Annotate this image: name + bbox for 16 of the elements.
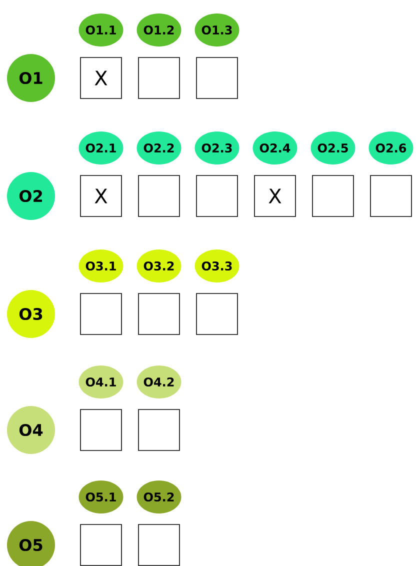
checkbox	[196, 57, 238, 99]
checkbox: X	[80, 57, 122, 99]
checkbox	[80, 409, 122, 451]
checkbox: X	[254, 175, 296, 217]
checkbox	[138, 524, 180, 566]
checkbox	[138, 293, 180, 335]
checkbox	[370, 175, 412, 217]
checkbox	[138, 175, 180, 217]
checkbox	[138, 409, 180, 451]
checkbox: X	[80, 175, 122, 217]
checkbox	[312, 175, 354, 217]
checkbox	[196, 175, 238, 217]
checkbox	[80, 524, 122, 566]
checkbox	[138, 57, 180, 99]
checkbox	[196, 293, 238, 335]
checkbox	[80, 293, 122, 335]
